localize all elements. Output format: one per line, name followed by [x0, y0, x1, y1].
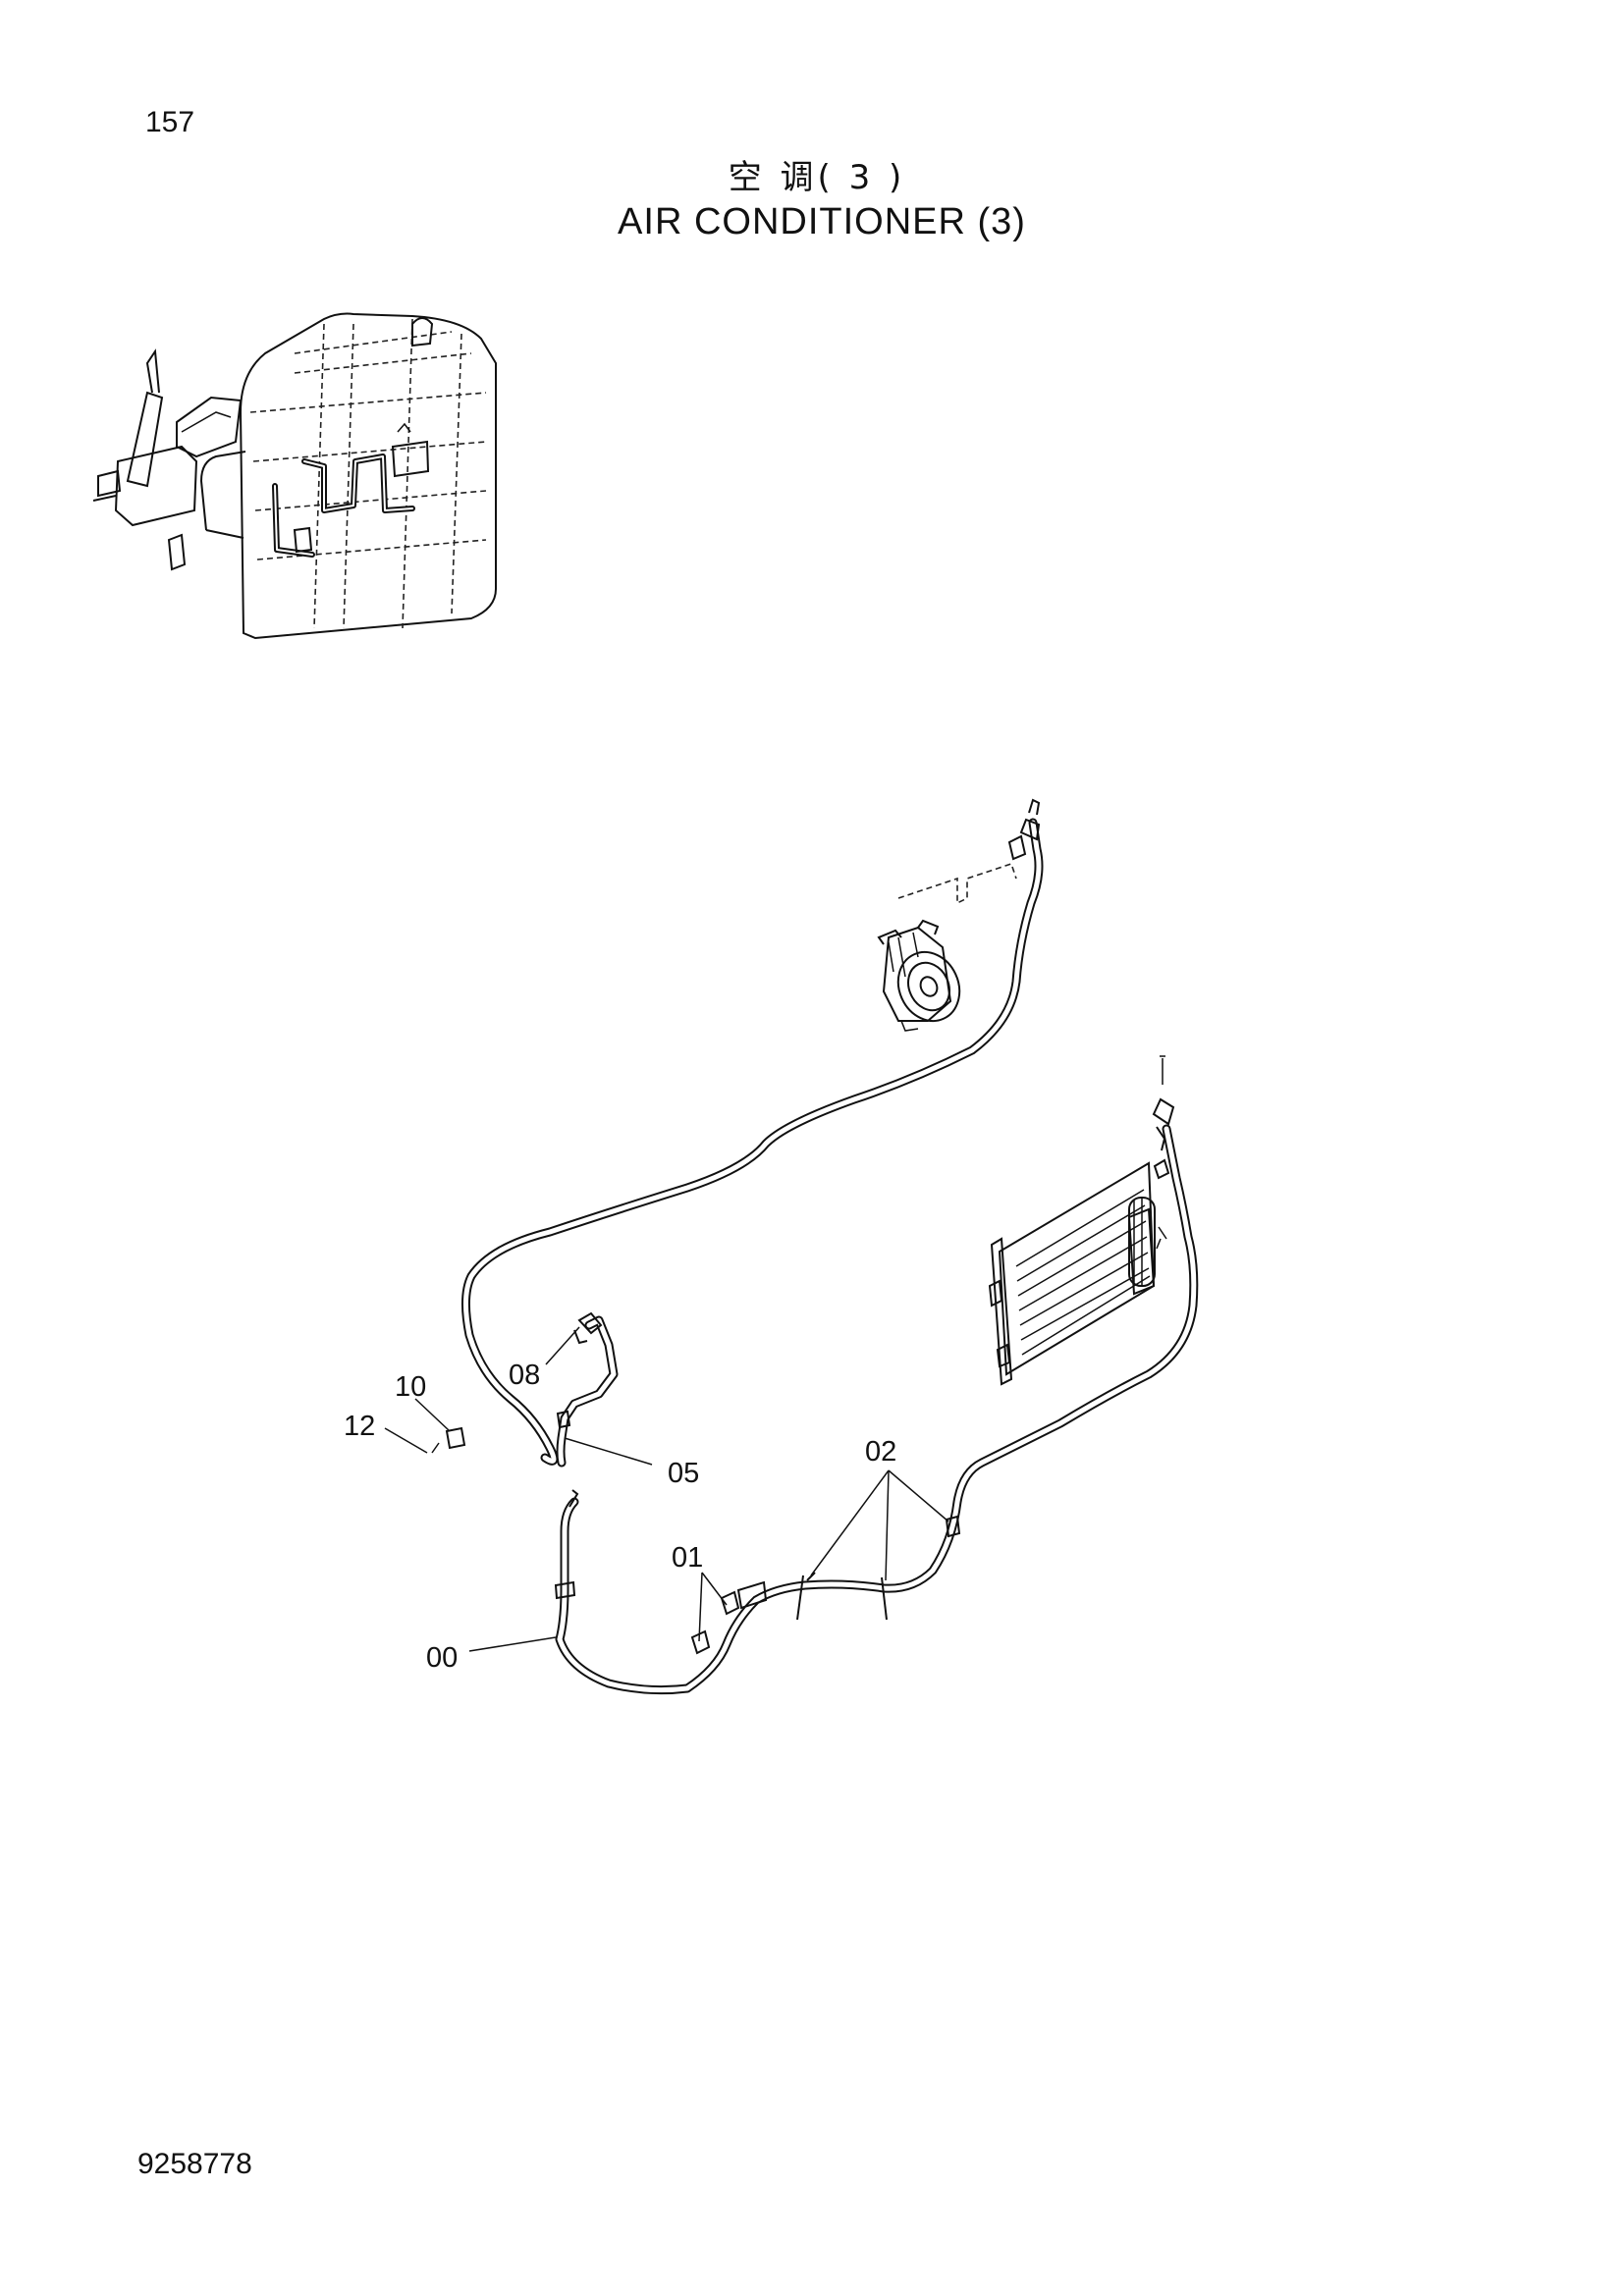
clamps-02 [796, 1515, 961, 1621]
title-english: AIR CONDITIONER (3) [618, 201, 1026, 242]
callout-05: 05 [668, 1458, 699, 1489]
document-number: 9258778 [137, 2148, 252, 2180]
callout-08: 08 [509, 1360, 540, 1391]
compressor-illustration [877, 862, 1017, 1032]
callout-10: 10 [395, 1371, 426, 1403]
hose-08 [556, 1311, 619, 1468]
callout-12: 12 [344, 1411, 375, 1442]
callout-02: 02 [865, 1436, 896, 1468]
hose-05 [461, 798, 1044, 1466]
callout-00: 00 [426, 1642, 458, 1674]
page-number: 157 [145, 106, 195, 138]
callout-01: 01 [672, 1542, 703, 1574]
leader-lines [384, 1326, 949, 1652]
cab-overview-illustration [92, 312, 497, 640]
title-chinese: 空 调( 3 ) [728, 158, 906, 197]
condenser-illustration [988, 1055, 1175, 1386]
hose-00 [554, 1124, 1199, 1695]
fitting-10 [431, 1426, 466, 1454]
